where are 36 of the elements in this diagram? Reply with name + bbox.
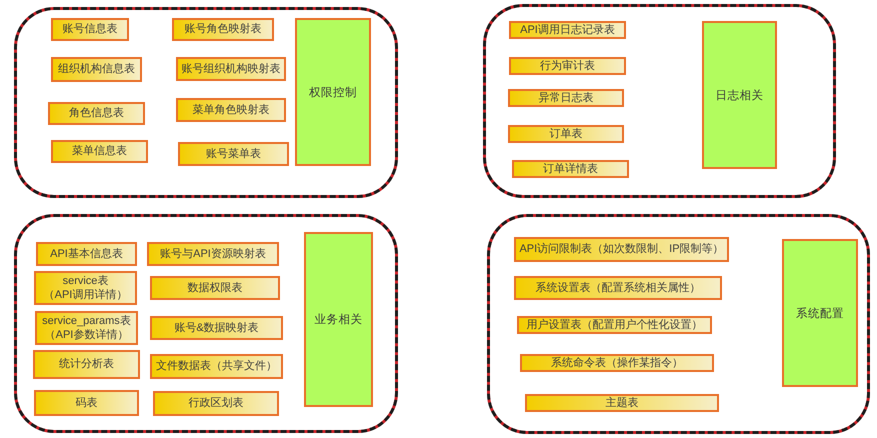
table-box: 账号角色映射表 (172, 18, 274, 41)
table-box: 行为审计表 (509, 57, 626, 75)
table-box: 文件数据表（共享文件） (150, 354, 283, 379)
category-box: 业务相关 (304, 232, 373, 407)
table-box: 菜单信息表 (51, 140, 148, 163)
table-box: 行政区划表 (153, 391, 279, 416)
table-box: 角色信息表 (48, 102, 145, 125)
table-box: 账号菜单表 (178, 142, 289, 166)
table-box: 系统设置表（配置系统相关属性） (514, 276, 722, 300)
table-box: 账号组织机构映射表 (176, 57, 286, 81)
group-frame (483, 4, 836, 198)
table-box: 菜单角色映射表 (176, 98, 286, 122)
table-box: 数据权限表 (150, 276, 280, 300)
table-box: 账号与API资源映射表 (147, 242, 279, 266)
category-box: 系统配置 (782, 239, 858, 387)
table-box: 异常日志表 (508, 89, 624, 107)
group-frame (487, 214, 870, 434)
table-box: 主题表 (525, 394, 719, 412)
table-box: 订单详情表 (512, 160, 629, 178)
table-box: 账号&数据映射表 (150, 316, 283, 340)
group-frame (14, 7, 398, 198)
table-box: service表（API调用详情） (34, 271, 137, 305)
table-box: API基本信息表 (36, 242, 137, 266)
table-box: 组织机构信息表 (51, 57, 142, 82)
table-box: service_params表（API参数详情） (35, 311, 138, 345)
table-box: API访问限制表（如次数限制、IP限制等） (514, 237, 729, 262)
table-box: 码表 (34, 390, 139, 416)
table-box: 用户设置表（配置用户个性化设置） (517, 316, 712, 334)
table-box: 账号信息表 (51, 18, 129, 41)
table-box: 订单表 (508, 125, 624, 143)
group-frame (14, 214, 398, 433)
table-box: 系统命令表（操作某指令） (520, 354, 714, 372)
category-box: 权限控制 (295, 18, 371, 166)
table-box: 统计分析表 (33, 350, 140, 379)
table-box: API调用日志记录表 (509, 21, 626, 39)
category-box: 日志相关 (702, 21, 777, 169)
